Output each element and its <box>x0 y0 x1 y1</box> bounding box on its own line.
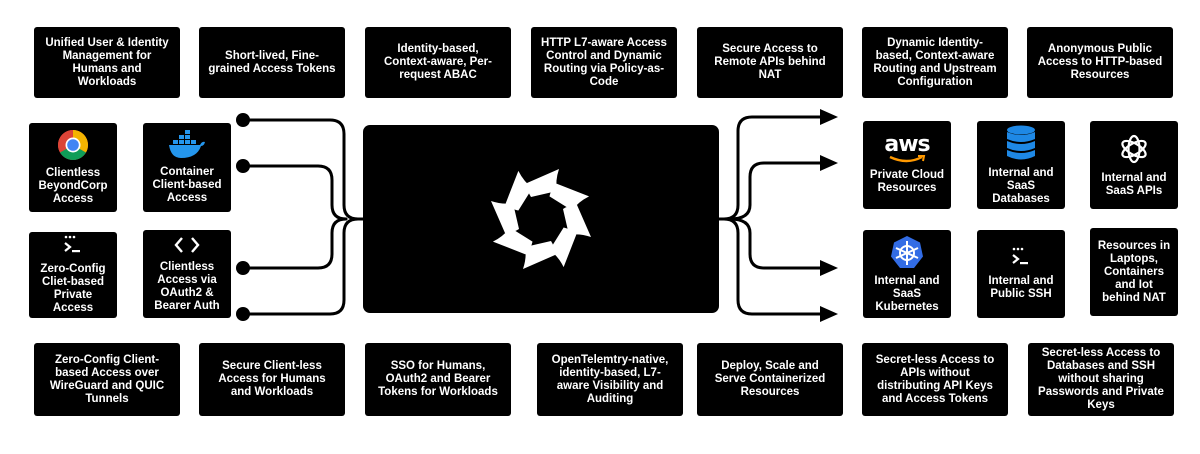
client-label: Clientless Access via OAuth2 & Bearer Au… <box>154 261 220 312</box>
logo-petal <box>491 201 519 233</box>
logo-petal <box>527 169 559 197</box>
resource-apis: Internal and SaaS APIs <box>1090 121 1178 209</box>
feature-label: Deploy, Scale and Serve Containerized Re… <box>714 360 826 398</box>
feature-label: Dynamic Identity-based, Context-aware Ro… <box>873 36 997 88</box>
feature-label: Secret-less Access to Databases and SSH … <box>1038 347 1164 411</box>
feature-label: Secure Client-less Access for Humans and… <box>218 360 326 398</box>
connector-dot <box>236 113 250 127</box>
feature-dynamic-routing: Dynamic Identity-based, Context-aware Ro… <box>862 27 1008 98</box>
resource-ssh: Internal and Public SSH <box>977 230 1065 318</box>
feature-label: Zero-Config Client-based Access over Wir… <box>49 353 165 405</box>
client-label: Zero-Config Cliet-based Private Access <box>40 263 106 314</box>
feature-label: Identity-based, Context-aware, Per-reque… <box>383 43 492 81</box>
connector-dot <box>236 261 250 275</box>
client-label: Clientless BeyondCorp Access <box>38 167 108 205</box>
feature-sso: SSO for Humans, OAuth2 and Bearer Tokens… <box>365 343 511 416</box>
resource-databases: Internal and SaaS Databases <box>977 121 1065 209</box>
feature-label: Anonymous Public Access to HTTP-based Re… <box>1037 43 1163 81</box>
terminal-icon <box>1010 247 1032 269</box>
aws-icon: aws <box>884 132 931 163</box>
arrowhead <box>820 109 838 125</box>
arrowhead <box>820 155 838 171</box>
docker-icon <box>167 130 207 160</box>
feature-secretless-apis: Secret-less Access to APIs without distr… <box>862 343 1008 416</box>
logo-petal <box>523 241 555 269</box>
logo-petal <box>492 227 533 255</box>
resource-label: Internal and SaaS Databases <box>988 166 1054 205</box>
feature-short-lived-tokens: Short-lived, Fine-grained Access Tokens <box>199 27 345 98</box>
feature-label: Unified User & Identity Management for H… <box>45 36 169 88</box>
openai-icon <box>1117 132 1151 166</box>
client-label: Container Client-based Access <box>152 166 222 204</box>
chrome-icon <box>57 129 89 161</box>
aws-logo-text: aws <box>884 132 930 157</box>
arrowhead <box>820 306 838 322</box>
feature-containerized: Deploy, Scale and Serve Containerized Re… <box>697 343 843 416</box>
feature-clientless-access: Secure Client-less Access for Humans and… <box>199 343 345 416</box>
resource-label: Internal and SaaS APIs <box>1101 172 1167 197</box>
feature-l7-access-control: HTTP L7-aware Access Control and Dynamic… <box>531 27 677 98</box>
feature-label: Short-lived, Fine-grained Access Tokens <box>208 49 336 75</box>
resource-label: Internal and SaaS Kubernetes <box>874 274 940 313</box>
feature-zero-config-tunnels: Zero-Config Client-based Access over Wir… <box>34 343 180 416</box>
logo-petal <box>563 205 591 237</box>
logo-petal <box>549 183 590 211</box>
feature-label: Secure Access to Remote APIs behind NAT <box>714 43 826 81</box>
feature-identity-management: Unified User & Identity Management for H… <box>34 27 180 98</box>
kubernetes-icon <box>890 235 924 269</box>
octa-logo-icon <box>491 169 591 269</box>
feature-abac: Identity-based, Context-aware, Per-reque… <box>365 27 511 98</box>
feature-label: SSO for Humans, OAuth2 and Bearer Tokens… <box>378 360 498 398</box>
central-gateway <box>363 125 719 313</box>
resource-label: Private Cloud Resources <box>869 169 945 194</box>
resource-kubernetes: Internal and SaaS Kubernetes <box>863 230 951 318</box>
terminal-icon <box>62 235 84 257</box>
logo-petal <box>505 170 533 211</box>
resource-label: Resources in Laptops, Containers and Iot… <box>1097 239 1171 304</box>
client-container-based: Container Client-based Access <box>143 123 231 212</box>
arrowhead <box>820 260 838 276</box>
database-icon <box>1005 125 1037 161</box>
feature-remote-apis-nat: Secure Access to Remote APIs behind NAT <box>697 27 843 98</box>
resource-label: Internal and Public SSH <box>988 275 1054 300</box>
feature-label: OpenTelemtry-native, identity-based, L7-… <box>551 353 669 405</box>
resource-laptops-containers: Resources in Laptops, Containers and Iot… <box>1090 228 1178 316</box>
resource-private-cloud: aws Private Cloud Resources <box>863 121 951 209</box>
code-icon <box>173 235 201 255</box>
client-zero-config: Zero-Config Cliet-based Private Access <box>29 232 117 318</box>
feature-label: Secret-less Access to APIs without distr… <box>875 353 995 405</box>
connector-dot <box>236 307 250 321</box>
feature-secretless-databases: Secret-less Access to Databases and SSH … <box>1028 343 1174 416</box>
feature-opentelemetry: OpenTelemtry-native, identity-based, L7-… <box>537 343 683 416</box>
connector-dot <box>236 159 250 173</box>
feature-label: HTTP L7-aware Access Control and Dynamic… <box>541 36 667 88</box>
client-clientless-beyondcorp: Clientless BeyondCorp Access <box>29 123 117 212</box>
client-oauth2-bearer: Clientless Access via OAuth2 & Bearer Au… <box>143 230 231 318</box>
logo-petal <box>549 227 577 268</box>
feature-anonymous-access: Anonymous Public Access to HTTP-based Re… <box>1027 27 1173 98</box>
